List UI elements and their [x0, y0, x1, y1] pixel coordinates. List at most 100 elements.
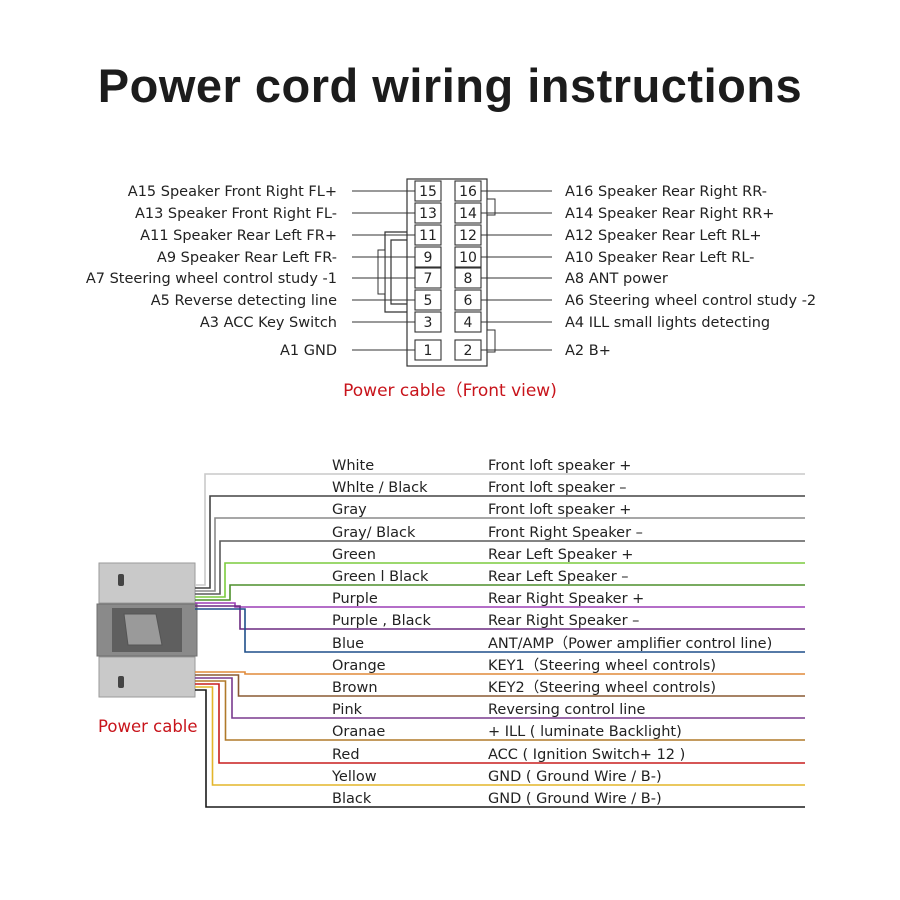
plug-slot [118, 574, 124, 586]
harness-caption: Power cable [98, 717, 198, 736]
pin-box [454, 246, 482, 268]
pin-box [454, 224, 482, 246]
wire-function-label: ANT/AMP（Power amplifier control line) [488, 635, 772, 652]
wire-line [195, 602, 805, 608]
wire-color-label: Purple , Black [332, 613, 431, 629]
wire-color-label: Black [332, 791, 372, 807]
pin-label: A14 Speaker Rear Right RR+ [565, 206, 774, 222]
pin-box [414, 311, 442, 333]
wire-color-label: Red [332, 747, 360, 763]
pin-label: A9 Speaker Rear Left FR- [157, 250, 337, 266]
pin-label: A1 GND [280, 343, 337, 359]
wire-line [195, 495, 805, 589]
wire-function-label: Front Right Speaker – [488, 525, 643, 541]
plug-slot [118, 676, 124, 688]
pin-box [414, 267, 442, 289]
connector-key [390, 239, 407, 305]
wire-line [195, 517, 805, 592]
pin-number: 1 [424, 343, 433, 359]
pin-number: 11 [419, 228, 437, 244]
right-pin-group: 16 A16 Speaker Rear Right RR- 14 A14 Speake… [454, 180, 816, 361]
pin-number: 9 [424, 250, 433, 266]
wire-color-label: Orange [332, 658, 386, 674]
pin-number: 13 [419, 206, 437, 222]
pin-label: A10 Speaker Rear Left RL- [565, 250, 754, 266]
pin-label: A6 Steering wheel control study -2 [565, 293, 816, 309]
wire-color-label: Yellow [331, 769, 377, 785]
pin-box [454, 202, 482, 224]
pin-box [454, 180, 482, 202]
wire-line [195, 677, 805, 719]
wire-line [195, 584, 805, 601]
wire-function-label: Front loft speaker + [488, 458, 631, 474]
pin-box [414, 339, 442, 361]
wire-function-label: GND ( Ground Wire / B-) [488, 791, 662, 807]
wire-function-label: Rear Right Speaker – [488, 613, 639, 629]
pin-box [454, 311, 482, 333]
pin-label: A5 Reverse detecting line [151, 293, 337, 309]
pin-number: 15 [419, 184, 437, 200]
pin-number: 14 [459, 206, 477, 222]
pin-number: 12 [459, 228, 477, 244]
wire-color-label: Gray/ Black [332, 525, 416, 541]
pin-label: A12 Speaker Rear Left RL+ [565, 228, 762, 244]
pin-number: 8 [464, 271, 473, 287]
pin-label: A7 Steering wheel control study -1 [86, 271, 337, 287]
wire-color-label: Green [332, 547, 376, 563]
pin-number: 7 [424, 271, 433, 287]
wire-line [195, 562, 805, 598]
wire-line [195, 608, 805, 653]
pin-number: 2 [464, 343, 473, 359]
page-title: Power cord wiring instructions [97, 59, 803, 112]
pin-label: A13 Speaker Front Right FL- [135, 206, 337, 222]
wire-function-label: Rear Right Speaker + [488, 591, 644, 607]
wire-color-label: Purple [332, 591, 378, 607]
connector-key-tab [377, 249, 386, 295]
wire-function-label: Front loft speaker – [488, 480, 627, 496]
pin-number: 16 [459, 184, 477, 200]
plug-upper-block [98, 562, 196, 604]
wire-line [195, 674, 805, 697]
wire-line [195, 686, 805, 786]
pin-box [414, 224, 442, 246]
wire-line [195, 680, 805, 741]
wire-function-label: ACC ( Ignition Switch+ 12 ) [488, 747, 685, 763]
wire-function-label: Rear Left Speaker – [488, 569, 629, 585]
pin-label: A4 ILL small lights detecting [565, 315, 770, 331]
harness-plug [96, 562, 198, 698]
wire-function-label: + ILL ( luminate Backlight) [488, 724, 682, 740]
pin-box [454, 289, 482, 311]
connector-latch [486, 329, 496, 353]
pin-box [454, 339, 482, 361]
pin-label: A3 ACC Key Switch [200, 315, 337, 331]
pin-number: 3 [424, 315, 433, 331]
pin-box [414, 289, 442, 311]
wire-function-label: KEY1（Steering wheel controls) [488, 657, 716, 674]
pin-label: A8 ANT power [565, 271, 668, 287]
wire-function-label: KEY2（Steering wheel controls) [488, 679, 716, 696]
pin-box [414, 246, 442, 268]
wire-function-label: Rear Left Speaker + [488, 547, 633, 563]
wire-color-label: Green l Black [332, 569, 429, 585]
wire-line [195, 683, 805, 764]
pin-box [414, 202, 442, 224]
wire-function-label: Reversing control line [488, 702, 646, 718]
wire-function-label: GND ( Ground Wire / B-) [488, 769, 662, 785]
pin-box [454, 267, 482, 289]
connector-latch [486, 198, 496, 216]
wire-color-label: Pink [332, 702, 363, 718]
wire-color-label: Gray [332, 502, 367, 518]
wire-line [195, 540, 805, 595]
wire-line [195, 671, 805, 675]
pin-label: A2 B+ [565, 343, 611, 359]
pin-label: A15 Speaker Front Right FL+ [128, 184, 337, 200]
wire-color-label: Oranae [332, 724, 385, 740]
pin-label: A16 Speaker Rear Right RR- [565, 184, 767, 200]
pin-number: 5 [424, 293, 433, 309]
plug-latch [123, 613, 163, 646]
pin-box [414, 180, 442, 202]
pin-number: 4 [464, 315, 473, 331]
wire-line [195, 473, 805, 586]
